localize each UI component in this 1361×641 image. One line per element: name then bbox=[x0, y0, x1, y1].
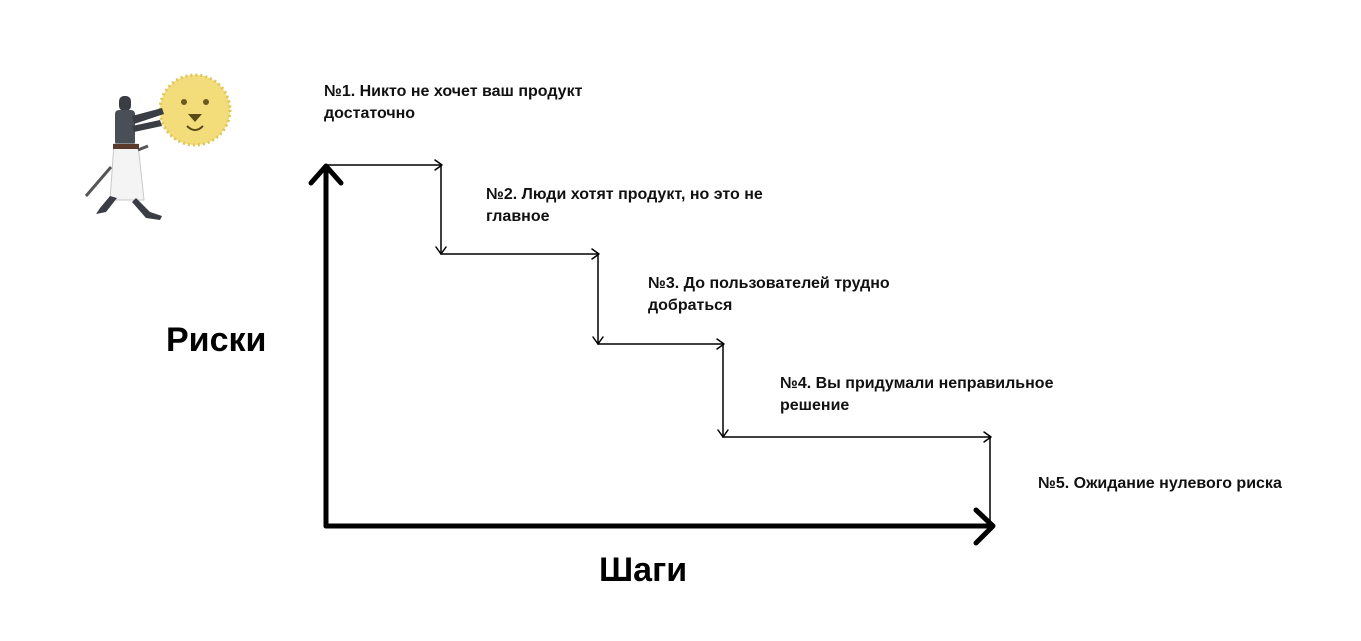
step-2-arrows bbox=[440, 248, 604, 345]
lion-head-icon bbox=[158, 73, 232, 147]
step-2-label: №2. Люди хотят продукт, но это не главно… bbox=[486, 186, 763, 225]
step-3-arrows bbox=[597, 338, 729, 438]
step-4-label: №4. Вы придумали неправильное решение bbox=[780, 375, 1054, 414]
step-1-label: №1. Никто не хочет ваш продукт достаточн… bbox=[324, 83, 583, 122]
step-5-label: №5. Ожидание нулевого риска bbox=[1038, 475, 1282, 492]
knight-with-lion-head-icon bbox=[84, 73, 232, 220]
x-axis-arrow bbox=[323, 507, 996, 546]
step-4-arrows bbox=[722, 431, 992, 523]
step-1-arrows bbox=[327, 159, 447, 255]
x-axis-label: Шаги bbox=[599, 551, 688, 589]
y-axis-arrow bbox=[308, 163, 344, 529]
y-axis-label: Риски bbox=[166, 321, 267, 359]
knight-figure-icon bbox=[84, 96, 164, 220]
step-3-label: №3. До пользователей трудно добраться bbox=[648, 275, 890, 314]
